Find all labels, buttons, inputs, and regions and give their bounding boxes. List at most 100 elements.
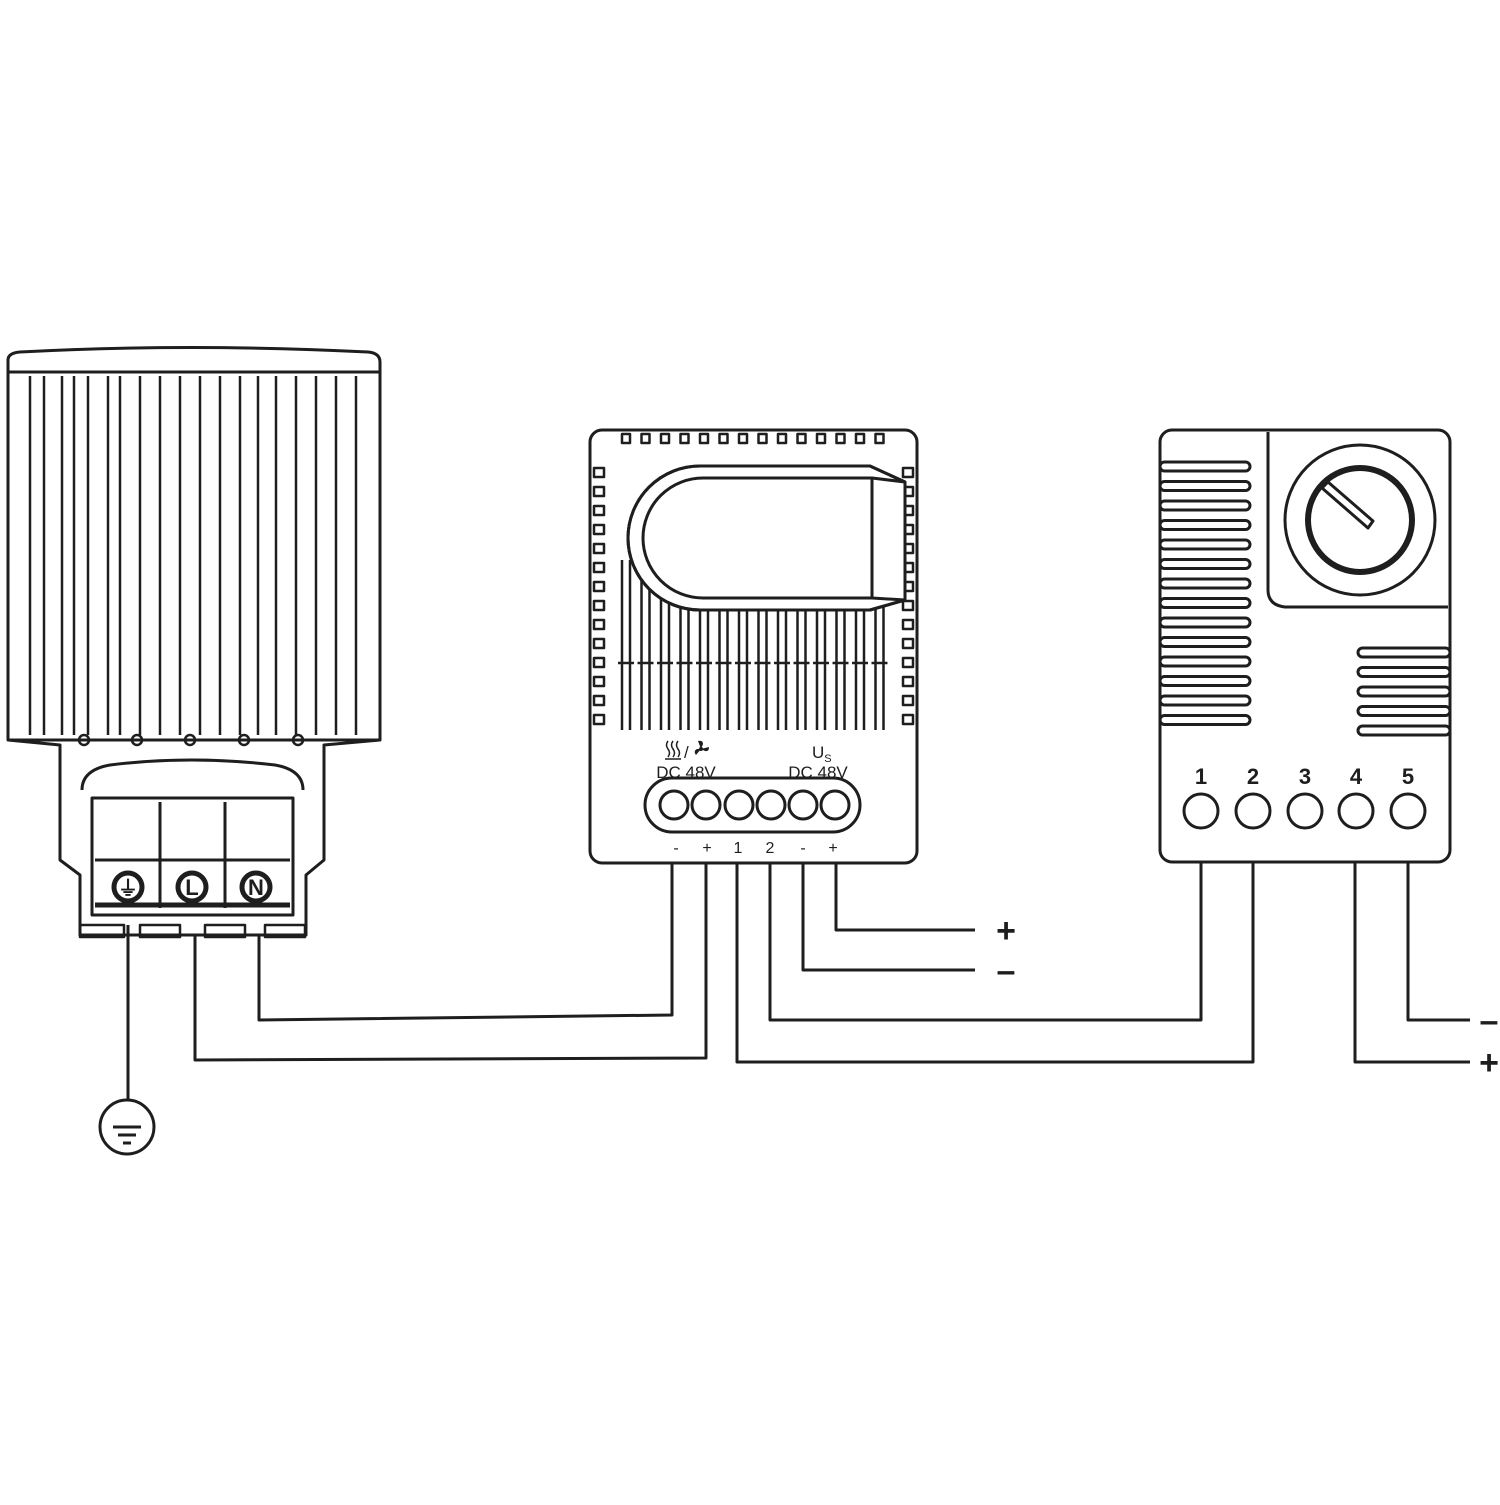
relay-window-edge bbox=[871, 596, 906, 602]
heater-mount-holes bbox=[77, 733, 305, 747]
thermostat-vent-slot bbox=[1158, 597, 1252, 609]
heater-symbol-icon bbox=[665, 740, 681, 760]
relay-vent-slot bbox=[592, 675, 606, 688]
relay-terminal-label: + bbox=[828, 840, 837, 857]
wire-thermostat-4-supply bbox=[1353, 862, 1470, 1064]
relay-vent-slot bbox=[901, 599, 915, 612]
relay-terminal-label: 1 bbox=[734, 840, 743, 857]
thermostat-terminal-holes bbox=[1182, 792, 1427, 830]
thermostat-terminal-label: 3 bbox=[1299, 764, 1311, 789]
thermostat-dial-ring bbox=[1283, 443, 1437, 597]
relay-vent-slot bbox=[592, 694, 606, 707]
heat-fan-rating: DC 48V bbox=[656, 763, 716, 782]
thermostat-vents-left bbox=[1158, 460, 1252, 726]
relay-vent-slot bbox=[592, 542, 606, 555]
earth-terminal bbox=[111, 870, 145, 904]
heater-terminal-cover bbox=[80, 758, 305, 791]
heater-body bbox=[6, 370, 382, 742]
wire-thermostat-5-supply bbox=[1406, 862, 1470, 1022]
relay-vent-slot bbox=[592, 656, 606, 669]
relay-body bbox=[588, 428, 919, 865]
relay-vent-slot bbox=[901, 618, 915, 631]
wire-relay-1-to-thermostat-2 bbox=[735, 862, 1255, 1064]
relay-vent-slot bbox=[592, 599, 606, 612]
thermostat-vent-slot bbox=[1356, 705, 1452, 717]
thermostat-vent-slot bbox=[1158, 480, 1252, 492]
relay-vent-slot bbox=[901, 656, 915, 669]
relay-vent-slot bbox=[592, 466, 606, 479]
ground-icon bbox=[98, 1098, 156, 1156]
heater bbox=[6, 346, 382, 939]
relay-vent-slot bbox=[640, 432, 651, 445]
thermostat-terminal-label: 4 bbox=[1350, 764, 1363, 789]
relay-vent-slot bbox=[592, 561, 606, 574]
thermostat-vent-slot bbox=[1158, 675, 1252, 687]
l-terminal bbox=[175, 870, 209, 904]
thermostat-vent-slot bbox=[1158, 616, 1252, 629]
thermostat-labels: 1 2 3 4 5 bbox=[1195, 764, 1414, 789]
n-terminal bbox=[239, 870, 273, 904]
relay-vent-slot bbox=[679, 432, 690, 445]
relay-vent-slot bbox=[854, 432, 866, 445]
relay-supply-minus: – bbox=[997, 952, 1016, 990]
relay-vent-slot bbox=[659, 432, 671, 445]
supply-labels: + – – + bbox=[996, 912, 1499, 1082]
thermostat-vent-slot bbox=[1158, 519, 1252, 531]
relay-window-outer bbox=[626, 464, 907, 612]
thermostat bbox=[1158, 428, 1452, 864]
relay-vent-slot bbox=[874, 432, 885, 445]
relay-vent-slot bbox=[901, 675, 915, 688]
wire-relay-plus-supply bbox=[834, 862, 975, 932]
earth-symbol: ⏚ bbox=[118, 877, 138, 900]
relay-terminal-label: - bbox=[800, 840, 805, 857]
relay-top-vents bbox=[620, 432, 885, 445]
thermostat-vent-slot bbox=[1356, 724, 1452, 737]
relay-vent-slot bbox=[620, 432, 632, 445]
relay-terminal-label: + bbox=[702, 840, 711, 857]
relay-vent-slot bbox=[835, 432, 846, 445]
supply-label: US bbox=[812, 743, 832, 765]
relay-vent-slot bbox=[776, 432, 788, 445]
heater-terminal-block bbox=[90, 796, 295, 917]
relay-vent-slot bbox=[901, 713, 915, 726]
thermostat-vent-slot bbox=[1158, 694, 1252, 707]
relay-window-inner bbox=[641, 476, 874, 600]
relay-vent-slot bbox=[815, 432, 827, 445]
relay-side-vents-left bbox=[592, 466, 606, 726]
thermostat-terminal-label: 1 bbox=[1195, 764, 1207, 789]
thermostat-knob-pointer bbox=[1320, 480, 1375, 530]
relay-vent-slot bbox=[901, 637, 915, 650]
heater-top-cap bbox=[6, 346, 382, 374]
wire-relay-minus-supply bbox=[801, 862, 975, 972]
knob-icon bbox=[1305, 465, 1415, 575]
relay-terminal-label: 2 bbox=[766, 840, 775, 857]
heater-clamps bbox=[78, 923, 307, 939]
wire-n-to-relay-minus bbox=[257, 862, 674, 1022]
relay-window-edge bbox=[871, 476, 906, 484]
thermostat-terminal-label: 2 bbox=[1247, 764, 1259, 789]
thermostat-vent-slot bbox=[1158, 655, 1252, 668]
heater-base bbox=[7, 738, 381, 937]
relay-vent-slot bbox=[592, 504, 606, 517]
heat-fan-separator: / bbox=[684, 743, 689, 762]
relay-vent-slot bbox=[718, 432, 729, 445]
thermostat-vent-slot bbox=[1356, 646, 1452, 659]
thermostat-vent-slot bbox=[1158, 577, 1252, 590]
relay-vent-slot bbox=[592, 637, 606, 650]
fan-symbol-icon bbox=[694, 740, 709, 755]
relay-vent-slot bbox=[901, 694, 915, 707]
thermostat-vent-slot bbox=[1158, 636, 1252, 648]
n-symbol: N bbox=[248, 875, 264, 900]
wire-relay-2-to-thermostat-1 bbox=[768, 862, 1203, 1022]
relay-terminal-label: - bbox=[673, 840, 678, 857]
thermostat-terminal-label: 5 bbox=[1402, 764, 1414, 789]
relay-vent-slot bbox=[592, 618, 606, 631]
thermostat-vent-slot bbox=[1356, 666, 1452, 678]
heater-fins bbox=[28, 376, 358, 735]
relay-vent-slot bbox=[698, 432, 710, 445]
relay-vent-slot bbox=[592, 523, 606, 536]
relay-vent-slot bbox=[757, 432, 768, 445]
relay-vent-slot bbox=[592, 580, 606, 593]
